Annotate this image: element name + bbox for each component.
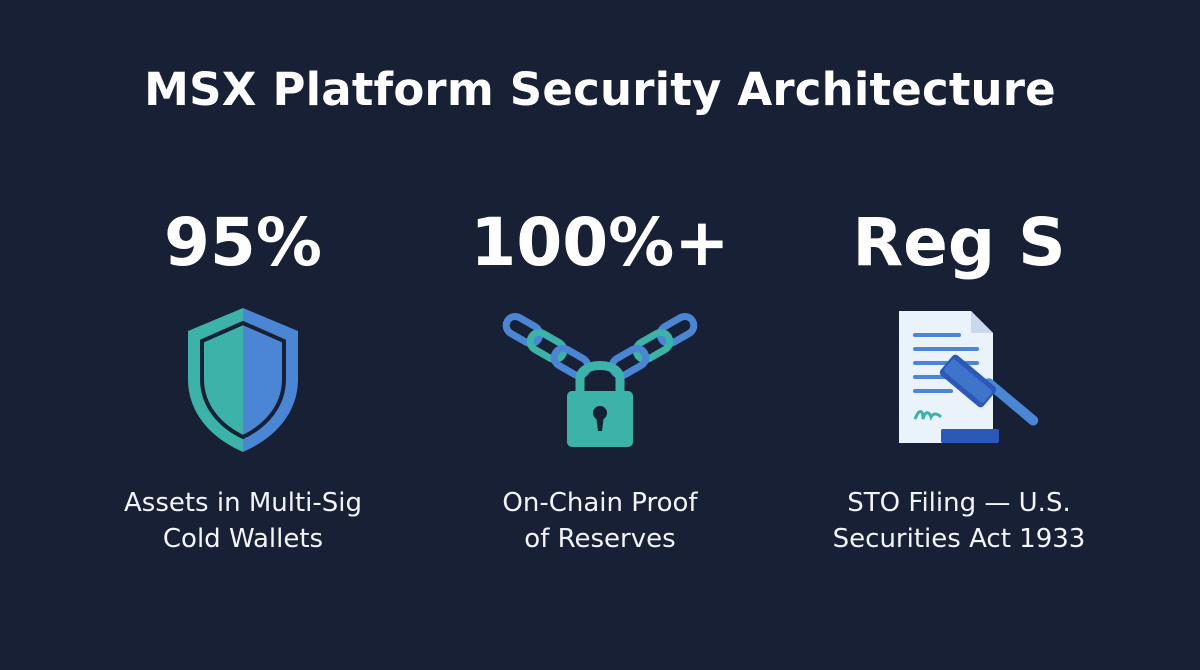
metric-caption: Assets in Multi-Sig Cold Wallets — [123, 488, 362, 554]
shield-icon — [178, 305, 308, 455]
metric-card-proof-of-reserves: 100%+ On-Chain Proof of Reserves — [420, 200, 780, 554]
metric-value: 95% — [164, 204, 322, 281]
metric-card-regulatory-filing: Reg S STO Filing — U.S. Securities Act 1… — [779, 200, 1139, 554]
metric-caption: On-Chain Proof of Reserves — [502, 488, 698, 554]
metric-value: 100%+ — [470, 204, 730, 281]
legal-document-gavel-icon — [889, 305, 1049, 455]
metric-card-cold-wallets: 95% Assets in Multi-Sig Cold Wallets — [63, 200, 423, 554]
metric-caption: STO Filing — U.S. Securities Act 1933 — [832, 488, 1086, 554]
chain-lock-icon — [495, 305, 705, 455]
page-title: MSX Platform Security Architecture — [144, 63, 1056, 116]
metric-value: Reg S — [852, 204, 1066, 281]
